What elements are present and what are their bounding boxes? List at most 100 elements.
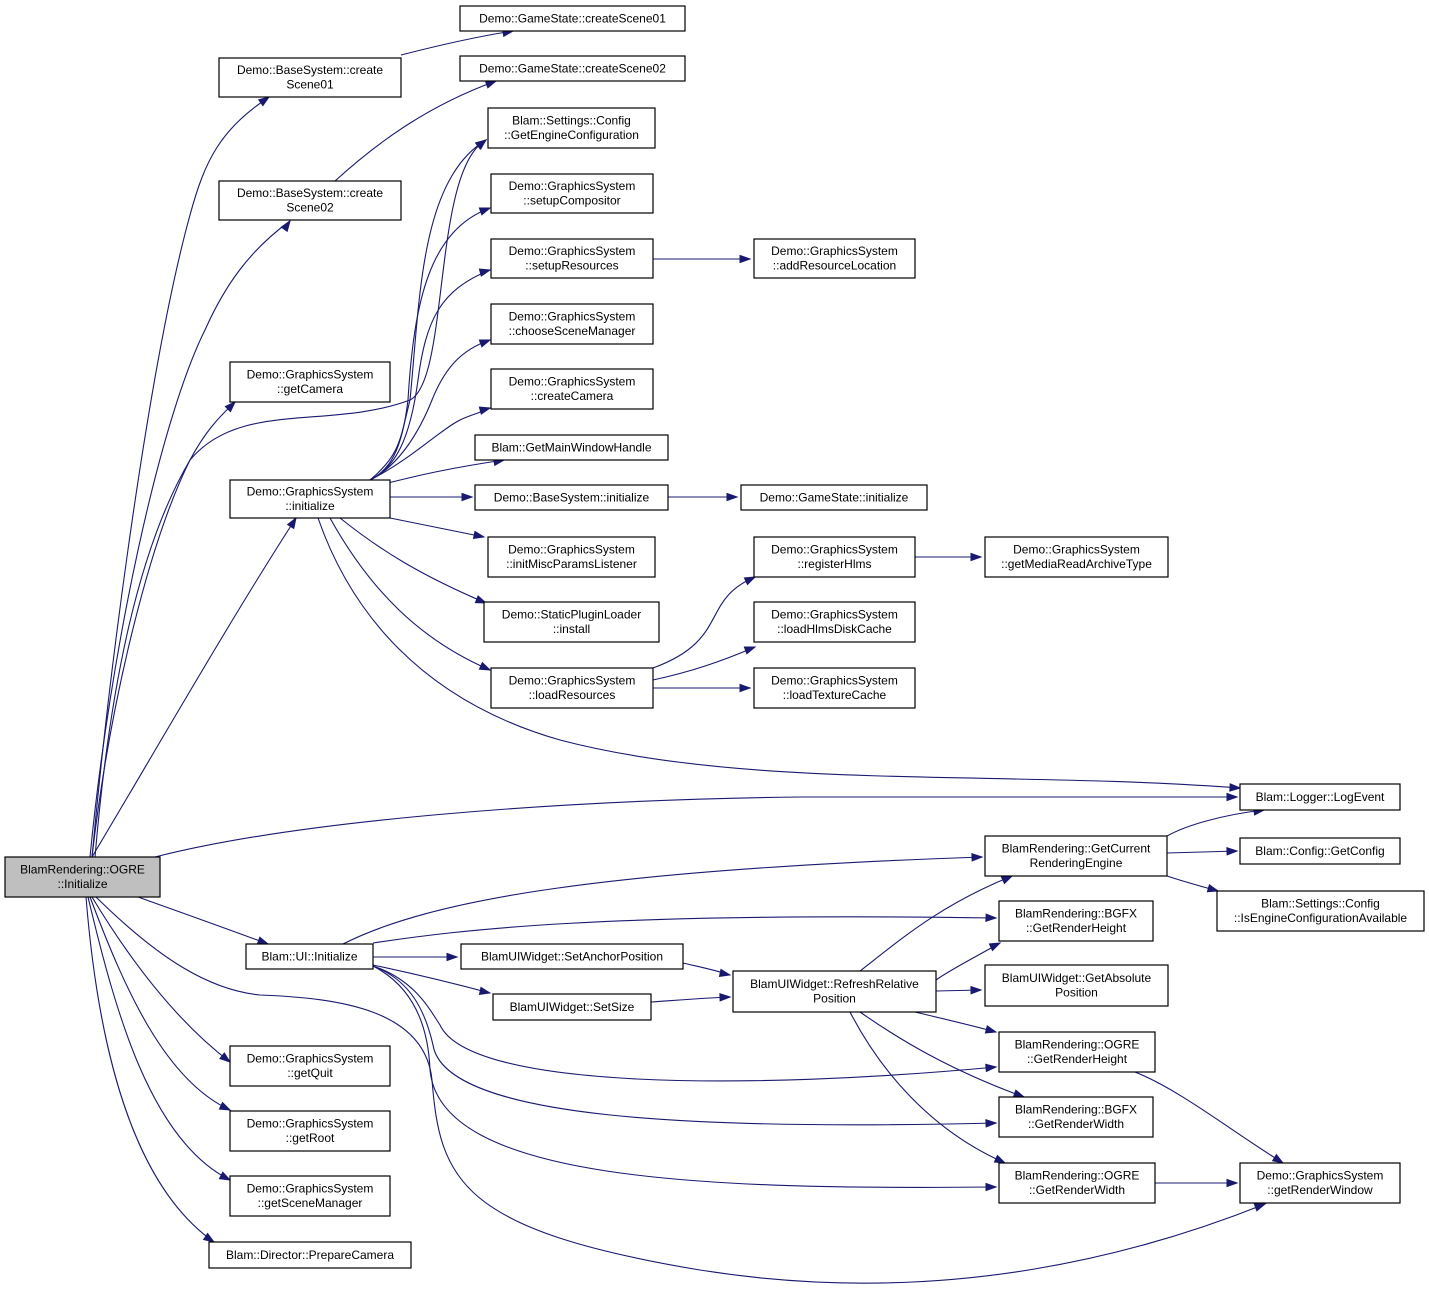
node-widget-setsize[interactable]: BlamUIWidget::SetSize [492,993,652,1021]
node-label-line: BlamRendering::OGRE [1015,1169,1140,1183]
node-ui-initialize[interactable]: Blam::UI::Initialize [245,943,374,970]
node-gfx-loadtex[interactable]: Demo::GraphicsSystem::loadTextureCache [753,667,916,709]
arrowhead-gfx_loadres [478,661,492,671]
arrowhead-gs_initialize [726,492,739,502]
node-gfx-getscenemgr[interactable]: Demo::GraphicsSystem::getSceneManager [229,1175,391,1217]
arrowhead-gfx_getrenderwin [1253,1203,1267,1212]
node-gfx-getroot[interactable]: Demo::GraphicsSystem::getRoot [229,1110,391,1152]
call-edge-br_getcurrent-to-config_getconfig [1166,850,1238,854]
node-label-line: Blam::Settings::Config [512,114,631,128]
arrowhead-gfx_getmedia [970,552,983,562]
node-label-line: Demo::GraphicsSystem [1257,1169,1384,1183]
node-box [1216,890,1425,932]
node-label-line: ::initMiscParamsListener [506,557,637,571]
node-label-line: Blam::Logger::LogEvent [1256,790,1385,804]
node-gs-initialize[interactable]: Demo::GameState::initialize [740,484,928,511]
node-gfx-getquit[interactable]: Demo::GraphicsSystem::getQuit [229,1045,391,1087]
node-cfg-isengine[interactable]: Blam::Settings::Config::IsEngineConfigur… [1216,890,1425,932]
node-box [753,667,916,709]
node-bs-cs02[interactable]: Demo::BaseSystem::createScene02 [218,180,402,221]
node-blam-getmainwin[interactable]: Blam::GetMainWindowHandle [474,434,669,461]
node-gfx-getcamera[interactable]: Demo::GraphicsSystem::getCamera [229,361,391,403]
arrowhead-gfx_createcam [478,406,492,415]
node-bs-cs01[interactable]: Demo::BaseSystem::createScene01 [218,57,402,98]
arrowheads-layer [202,28,1285,1243]
node-gs-cs02[interactable]: Demo::GameState::createScene02 [459,55,686,82]
arrowhead-gfx_initialize [286,516,297,530]
node-gfx-getrenderwin[interactable]: Demo::GraphicsSystem::getRenderWindow [1239,1162,1401,1204]
node-label-line: Demo::GraphicsSystem [509,179,636,193]
node-bgfx-getwidth[interactable]: BlamRendering::BGFX::GetRenderWidth [998,1096,1154,1138]
node-label-line: Blam::GetMainWindowHandle [491,440,651,454]
arrowhead-bgfx_getheight [988,942,1002,952]
node-gfx-loadres[interactable]: Demo::GraphicsSystem::loadResources [490,667,654,709]
arrowhead-widget_refresh [718,968,732,978]
node-label-line: ::setupResources [525,259,618,273]
node-ogre-getheight[interactable]: BlamRendering::OGRE::GetRenderHeight [998,1031,1156,1073]
node-label-line: BlamRendering::BGFX [1015,1103,1137,1117]
arrowhead-gfx_getroot [218,1101,232,1111]
node-box [474,434,669,461]
node-box [490,173,654,214]
arrowhead-gfx_initmisc [472,530,486,540]
node-box [483,601,660,643]
node-gfx-createcam[interactable]: Demo::GraphicsSystem::createCamera [490,368,654,410]
node-widget-setanchor[interactable]: BlamUIWidget::SetAnchorPosition [460,943,684,970]
node-gfx-initialize[interactable]: Demo::GraphicsSystem::initialize [229,479,391,519]
arrowhead-gfx_reghlms [743,576,757,586]
node-label-line: ::getMediaReadArchiveType [1001,557,1152,571]
node-ogre-init[interactable]: BlamRendering::OGRE::Initialize [4,856,161,898]
node-director-preparecam[interactable]: Blam::Director::PrepareCamera [208,1241,412,1269]
node-cfg-getengine[interactable]: Blam::Settings::Config::GetEngineConfigu… [487,107,656,149]
call-edge-ui_initialize-to-ogre_getheight [372,965,997,1082]
node-gfx-addresloc[interactable]: Demo::GraphicsSystem::addResourceLocatio… [753,238,916,279]
node-box [208,1241,412,1269]
arrowhead-gfx_getrenderwin [1271,1153,1285,1164]
arrowhead-gfx_getcamera [224,400,237,413]
node-box [459,55,686,82]
node-label-line: Demo::GraphicsSystem [247,1117,374,1131]
node-box [490,667,654,709]
node-gfx-getmedia[interactable]: Demo::GraphicsSystem::getMediaReadArchiv… [984,536,1169,578]
node-label-line: Scene01 [286,78,334,92]
arrowhead-cfg_getengine [474,139,488,150]
node-label-line: Demo::BaseSystem::create [237,186,383,200]
node-label-line: Demo::GraphicsSystem [247,1182,374,1196]
node-ogre-getwidth[interactable]: BlamRendering::OGRE::GetRenderWidth [998,1162,1156,1204]
node-label-line: Demo::GraphicsSystem [771,543,898,557]
node-logger-logevent[interactable]: Blam::Logger::LogEvent [1239,783,1401,811]
call-edge-ui_initialize-to-ogre_getwidth [372,965,997,1188]
node-bs-initialize[interactable]: Demo::BaseSystem::initialize [474,484,669,511]
arrowhead-gfx_getrenderwin [1226,1178,1239,1188]
node-gfx-initmisc[interactable]: Demo::GraphicsSystem::initMiscParamsList… [487,536,656,578]
node-label-line: Demo::GraphicsSystem [247,485,374,499]
node-label-line: ::createCamera [531,389,614,403]
node-box [4,856,161,898]
node-spl-install[interactable]: Demo::StaticPluginLoader::install [483,601,660,643]
node-label-line: ::getCamera [277,382,343,396]
node-bgfx-getheight[interactable]: BlamRendering::BGFX::GetRenderHeight [998,900,1154,942]
node-gfx-choosesm[interactable]: Demo::GraphicsSystem::chooseSceneManager [490,303,654,345]
node-label-line: Demo::GraphicsSystem [509,244,636,258]
node-gfx-setupres[interactable]: Demo::GraphicsSystem::setupResources [490,238,654,279]
node-gfx-reghlms[interactable]: Demo::GraphicsSystem::registerHlms [753,536,916,578]
call-edge-gfx_initialize-to-logger_logevent [317,517,1241,789]
node-box [229,1110,391,1152]
node-label-line: BlamUIWidget::SetSize [510,1000,635,1014]
call-edge-widget_refresh-to-br_getcurrent [859,875,1013,972]
node-box [229,1175,391,1217]
arrowhead-ogre_getheight [984,1025,998,1034]
call-edge-ui_initialize-to-bgfx_getheight [372,916,997,944]
node-gs-cs01[interactable]: Demo::GameState::createScene01 [459,5,686,32]
node-config-getconfig[interactable]: Blam::Config::GetConfig [1239,837,1401,865]
node-box [740,484,928,511]
node-gfx-setupcomp[interactable]: Demo::GraphicsSystem::setupCompositor [490,173,654,214]
node-box [460,943,684,970]
node-label-line: Position [1055,986,1098,1000]
arrowhead-bs_initialize [461,492,474,502]
node-gfx-loadhlms[interactable]: Demo::GraphicsSystem::loadHlmsDiskCache [753,601,916,643]
node-box [753,238,916,279]
